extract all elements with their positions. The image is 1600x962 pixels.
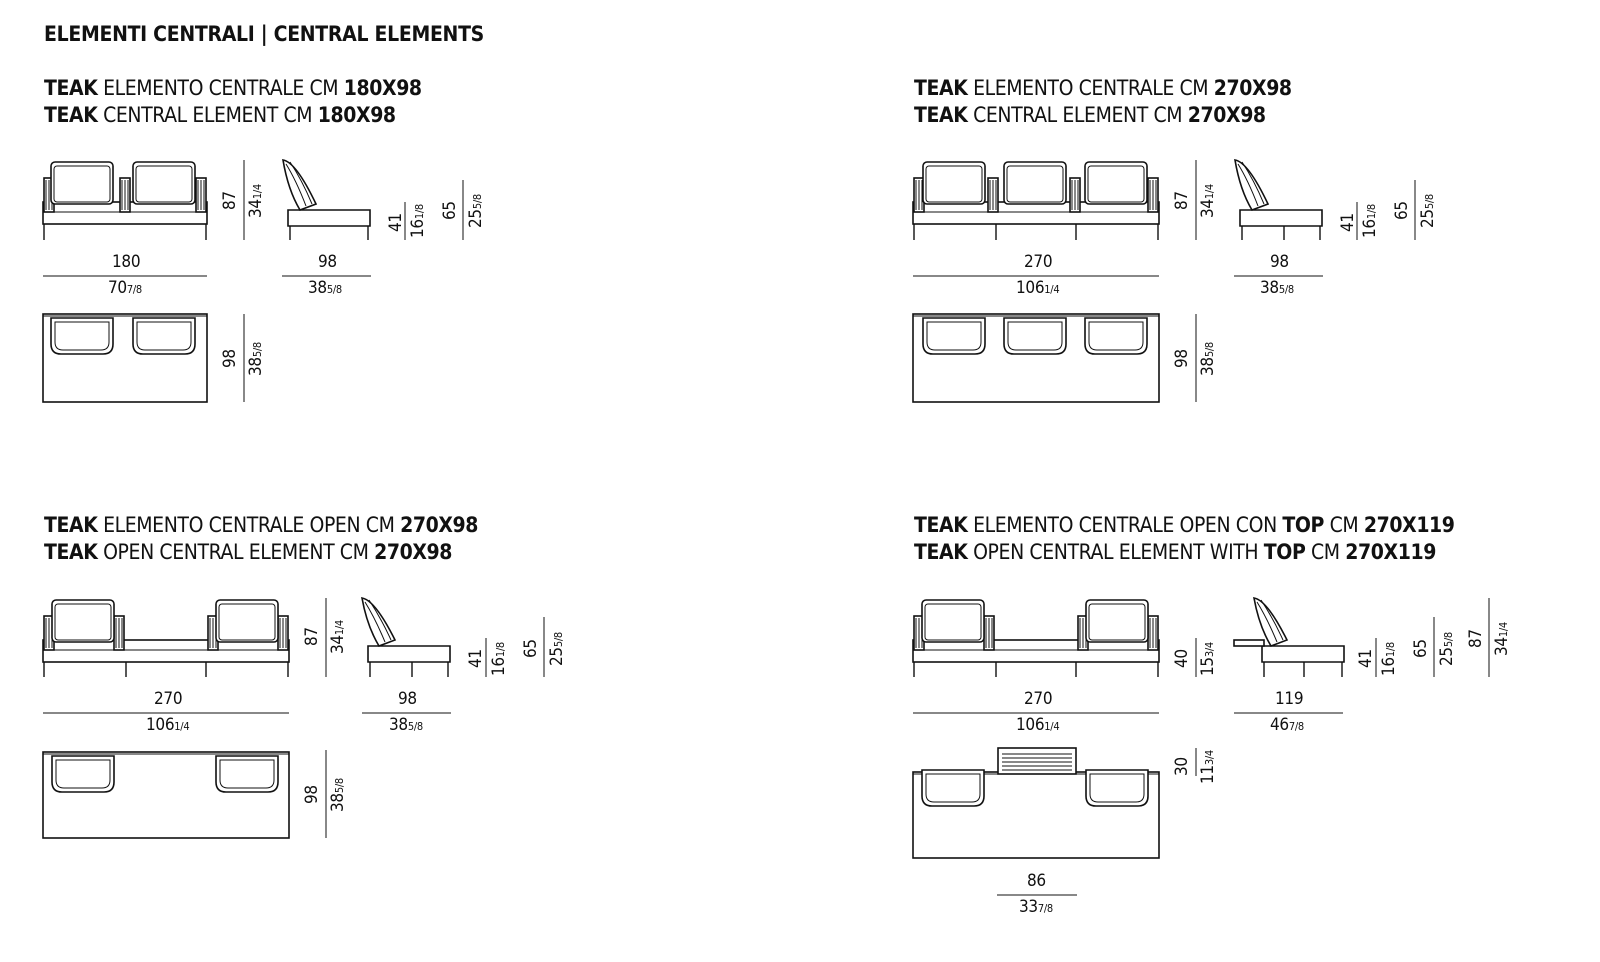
item-4-top-depth-in: 113/4 [1198,750,1218,784]
item-4-title: TEAK ELEMENTO CENTRALE OPEN CON TOP CM 2… [914,512,1455,566]
item-4-width-in: 1061/4 [1016,715,1060,735]
item-4-title-en: TEAK OPEN CENTRAL ELEMENT WITH TOP CM 27… [914,540,1436,564]
item-3-title-en: TEAK OPEN CENTRAL ELEMENT CM 270X98 [44,540,453,564]
item-1-plan-depth-in: 385/8 [246,342,266,376]
item-4-arm-in: 255/8 [1437,632,1457,666]
item-3-width-cm: 270 [154,689,183,709]
item-4-depth-in: 467/8 [1270,715,1304,735]
item-1-seat-in: 161/8 [408,204,428,238]
item-2-width-in: 1061/4 [1016,278,1060,298]
item-4-back-cm: 87 [1466,629,1486,648]
item-1-arm-cm: 65 [440,201,460,220]
item-3-plan-depth-cm: 98 [302,785,322,804]
item-4-side-view [1233,597,1345,677]
item-2-seat-in: 161/8 [1360,204,1380,238]
item-3-plan-depth-in: 385/8 [328,778,348,812]
item-1-height-in: 341/4 [246,184,266,218]
item-4-depth-cm: 119 [1275,689,1304,709]
item-4-seat-cm: 41 [1356,649,1376,668]
item-1-width-cm: 180 [112,252,141,272]
item-3-seat-in: 161/8 [489,642,509,676]
item-1-height-cm: 87 [220,191,240,210]
item-2-plan-view [912,313,1160,403]
item-2-depth-in: 385/8 [1260,278,1294,298]
item-2-width-cm: 270 [1024,252,1053,272]
item-1-side-view [282,159,371,240]
item-2-front-view [912,161,1160,240]
item-1-front-view [42,161,208,240]
item-4-top-width-in: 337/8 [1019,897,1053,917]
item-4-back-in: 341/4 [1492,622,1512,656]
item-3-side-view [361,597,451,677]
item-3-title: TEAK ELEMENTO CENTRALE OPEN CM 270X98 TE… [44,512,478,566]
item-1-depth-cm: 98 [318,252,337,272]
item-1-title-en: TEAK CENTRAL ELEMENT CM 180X98 [44,103,396,127]
item-3-depth-cm: 98 [398,689,417,709]
item-1-plan-view [42,313,208,403]
item-2-arm-in: 255/8 [1418,194,1438,228]
item-3-title-it: TEAK ELEMENTO CENTRALE OPEN CM 270X98 [44,513,479,537]
item-3-plan-view [42,751,290,839]
item-4-width-cm: 270 [1024,689,1053,709]
item-1-arm-in: 255/8 [466,194,486,228]
item-1-plan-depth-cm: 98 [220,349,240,368]
item-2-arm-cm: 65 [1392,201,1412,220]
item-3-arm-cm: 65 [521,639,541,658]
item-4-height-in: 153/4 [1198,642,1218,676]
item-2-height-cm: 87 [1172,191,1192,210]
item-1-width-in: 707/8 [108,278,142,298]
item-3-height-in: 341/4 [328,620,348,654]
item-3-height-cm: 87 [302,627,322,646]
item-4-title-it: TEAK ELEMENTO CENTRALE OPEN CON TOP CM 2… [914,513,1455,537]
item-3-depth-in: 385/8 [389,715,423,735]
item-2-plan-depth-cm: 98 [1172,349,1192,368]
item-1-title: TEAK ELEMENTO CENTRALE CM 180X98 TEAK CE… [44,75,422,129]
item-1-seat-cm: 41 [386,213,406,232]
item-4-arm-cm: 65 [1411,639,1431,658]
dimension-lines [43,160,1490,896]
item-4-top-width-cm: 86 [1027,871,1046,891]
item-4-height-cm: 40 [1172,649,1192,668]
item-2-depth-cm: 98 [1270,252,1289,272]
item-1-depth-in: 385/8 [308,278,342,298]
item-4-front-view [912,599,1160,677]
item-3-seat-cm: 41 [466,649,486,668]
item-4-plan-view [912,747,1160,859]
item-3-width-in: 1061/4 [146,715,190,735]
item-2-height-in: 341/4 [1198,184,1218,218]
item-4-seat-in: 161/8 [1379,642,1399,676]
item-2-title: TEAK ELEMENTO CENTRALE CM 270X98 TEAK CE… [914,75,1292,129]
item-2-title-en: TEAK CENTRAL ELEMENT CM 270X98 [914,103,1266,127]
item-2-side-view [1234,159,1323,240]
item-4-top-depth-cm: 30 [1172,757,1192,776]
item-1-title-it: TEAK ELEMENTO CENTRALE CM 180X98 [44,76,422,100]
item-2-plan-depth-in: 385/8 [1198,342,1218,376]
item-2-seat-cm: 41 [1338,213,1358,232]
item-3-front-view [42,599,290,677]
page-heading: ELEMENTI CENTRALI | CENTRAL ELEMENTS [44,22,484,46]
item-2-title-it: TEAK ELEMENTO CENTRALE CM 270X98 [914,76,1292,100]
item-3-arm-in: 255/8 [547,632,567,666]
